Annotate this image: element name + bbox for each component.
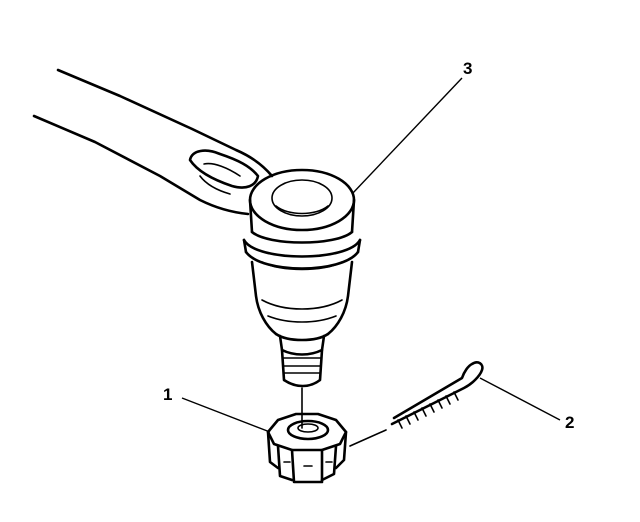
callout-label-3: 3: [463, 59, 472, 78]
cotter-pin: [349, 361, 484, 447]
leader-line-1: [181, 397, 271, 433]
tie-rod-end-body: [242, 168, 362, 352]
threaded-stud: [280, 348, 324, 429]
callout-label-1: 1: [163, 385, 172, 404]
leader-line-3: [351, 77, 463, 195]
callout-label-2: 2: [565, 413, 574, 432]
tie-rod-arm: [32, 68, 274, 216]
callout-leaders: [181, 77, 561, 433]
castle-nut: [266, 412, 348, 484]
leader-line-2: [479, 377, 561, 421]
